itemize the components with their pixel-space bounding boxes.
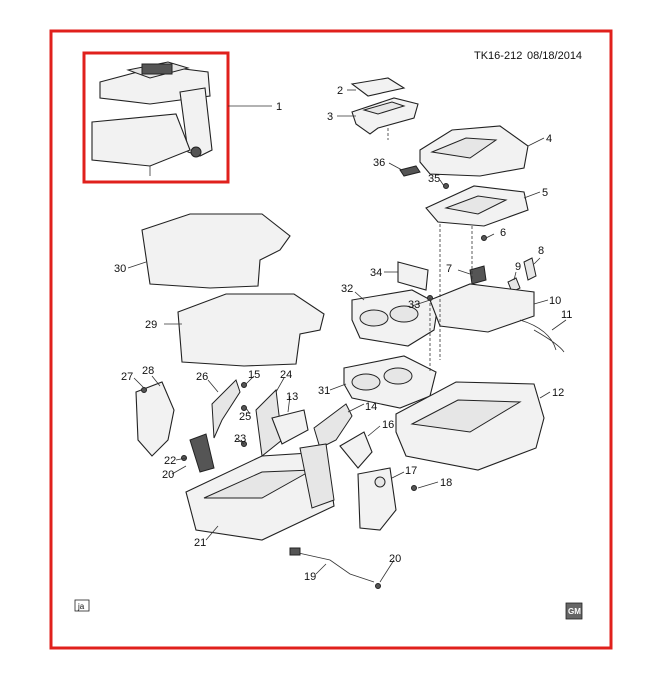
callout-8: 8 [538, 245, 544, 257]
ja-tag: ja [77, 602, 85, 611]
callout-24: 24 [280, 369, 292, 381]
part-26-bracket [211, 379, 241, 439]
part-29-cushion [177, 293, 325, 367]
part-30-cushion [141, 213, 291, 289]
callout-15: 15 [248, 369, 260, 381]
callout-6: 6 [500, 227, 506, 239]
callout-30: 30 [114, 263, 126, 275]
part-2-pad [350, 77, 406, 97]
gm-logo-text: GM [568, 607, 581, 616]
outer-frame [49, 29, 613, 650]
callout-23: 23 [234, 433, 246, 445]
callout-21: 21 [194, 537, 206, 549]
callout-14: 14 [365, 401, 377, 413]
gm-logo [565, 602, 583, 620]
part-8-connector [523, 257, 537, 281]
inset-assembly-view [82, 51, 230, 184]
callout-28: 28 [142, 365, 154, 377]
callout-20-upper: 20 [389, 553, 401, 565]
part-13-plate [271, 409, 309, 445]
part-3-bezel [351, 97, 419, 135]
callout-19: 19 [304, 571, 316, 583]
callout-26: 26 [196, 371, 208, 383]
callout-17: 17 [405, 465, 417, 477]
callout-31: 31 [318, 385, 330, 397]
callout-5: 5 [542, 187, 548, 199]
callout-25: 25 [239, 411, 251, 423]
callout-34: 34 [370, 267, 382, 279]
part-17-cover [357, 467, 397, 531]
callout-36: 36 [373, 157, 385, 169]
part-16-cover [339, 431, 373, 469]
callout-9: 9 [515, 261, 521, 273]
part-7-switch [469, 265, 487, 285]
callout-7: 7 [446, 263, 452, 275]
callout-12: 12 [552, 387, 564, 399]
callout-29: 29 [145, 319, 157, 331]
part-36-latch [399, 165, 421, 177]
callout-16: 16 [382, 419, 394, 431]
callout-11: 11 [561, 309, 572, 321]
ja-tag-box [74, 599, 90, 612]
part-10-tray [429, 283, 535, 333]
callout-4: 4 [546, 133, 552, 145]
callout-35: 35 [428, 173, 440, 185]
callout-20-lower: 20 [162, 469, 174, 481]
diagram-date: 08/18/2014 [527, 50, 582, 62]
callout-22: 22 [164, 455, 176, 467]
callout-2: 2 [337, 85, 343, 97]
callout-32: 32 [341, 283, 353, 295]
diagram-code: TK16-212 [474, 50, 522, 62]
callout-3: 3 [327, 111, 333, 123]
part-11-harness [519, 319, 565, 353]
callout-13: 13 [286, 391, 298, 403]
part-19-cable [293, 551, 375, 583]
callout-18: 18 [440, 477, 452, 489]
leader-lines [127, 89, 567, 583]
callout-33: 33 [408, 299, 420, 311]
callout-1: 1 [276, 101, 282, 113]
part-14-bracket [313, 403, 353, 449]
alignment-lines [387, 128, 473, 372]
part-28-panel [135, 381, 175, 457]
callout-labels: 1 2 3 4 5 6 7 8 9 10 11 12 13 14 15 16 1… [114, 85, 572, 583]
part-34-trim [397, 261, 429, 291]
part-22-latch [189, 433, 215, 473]
callout-27: 27 [121, 371, 133, 383]
callout-10: 10 [549, 295, 561, 307]
